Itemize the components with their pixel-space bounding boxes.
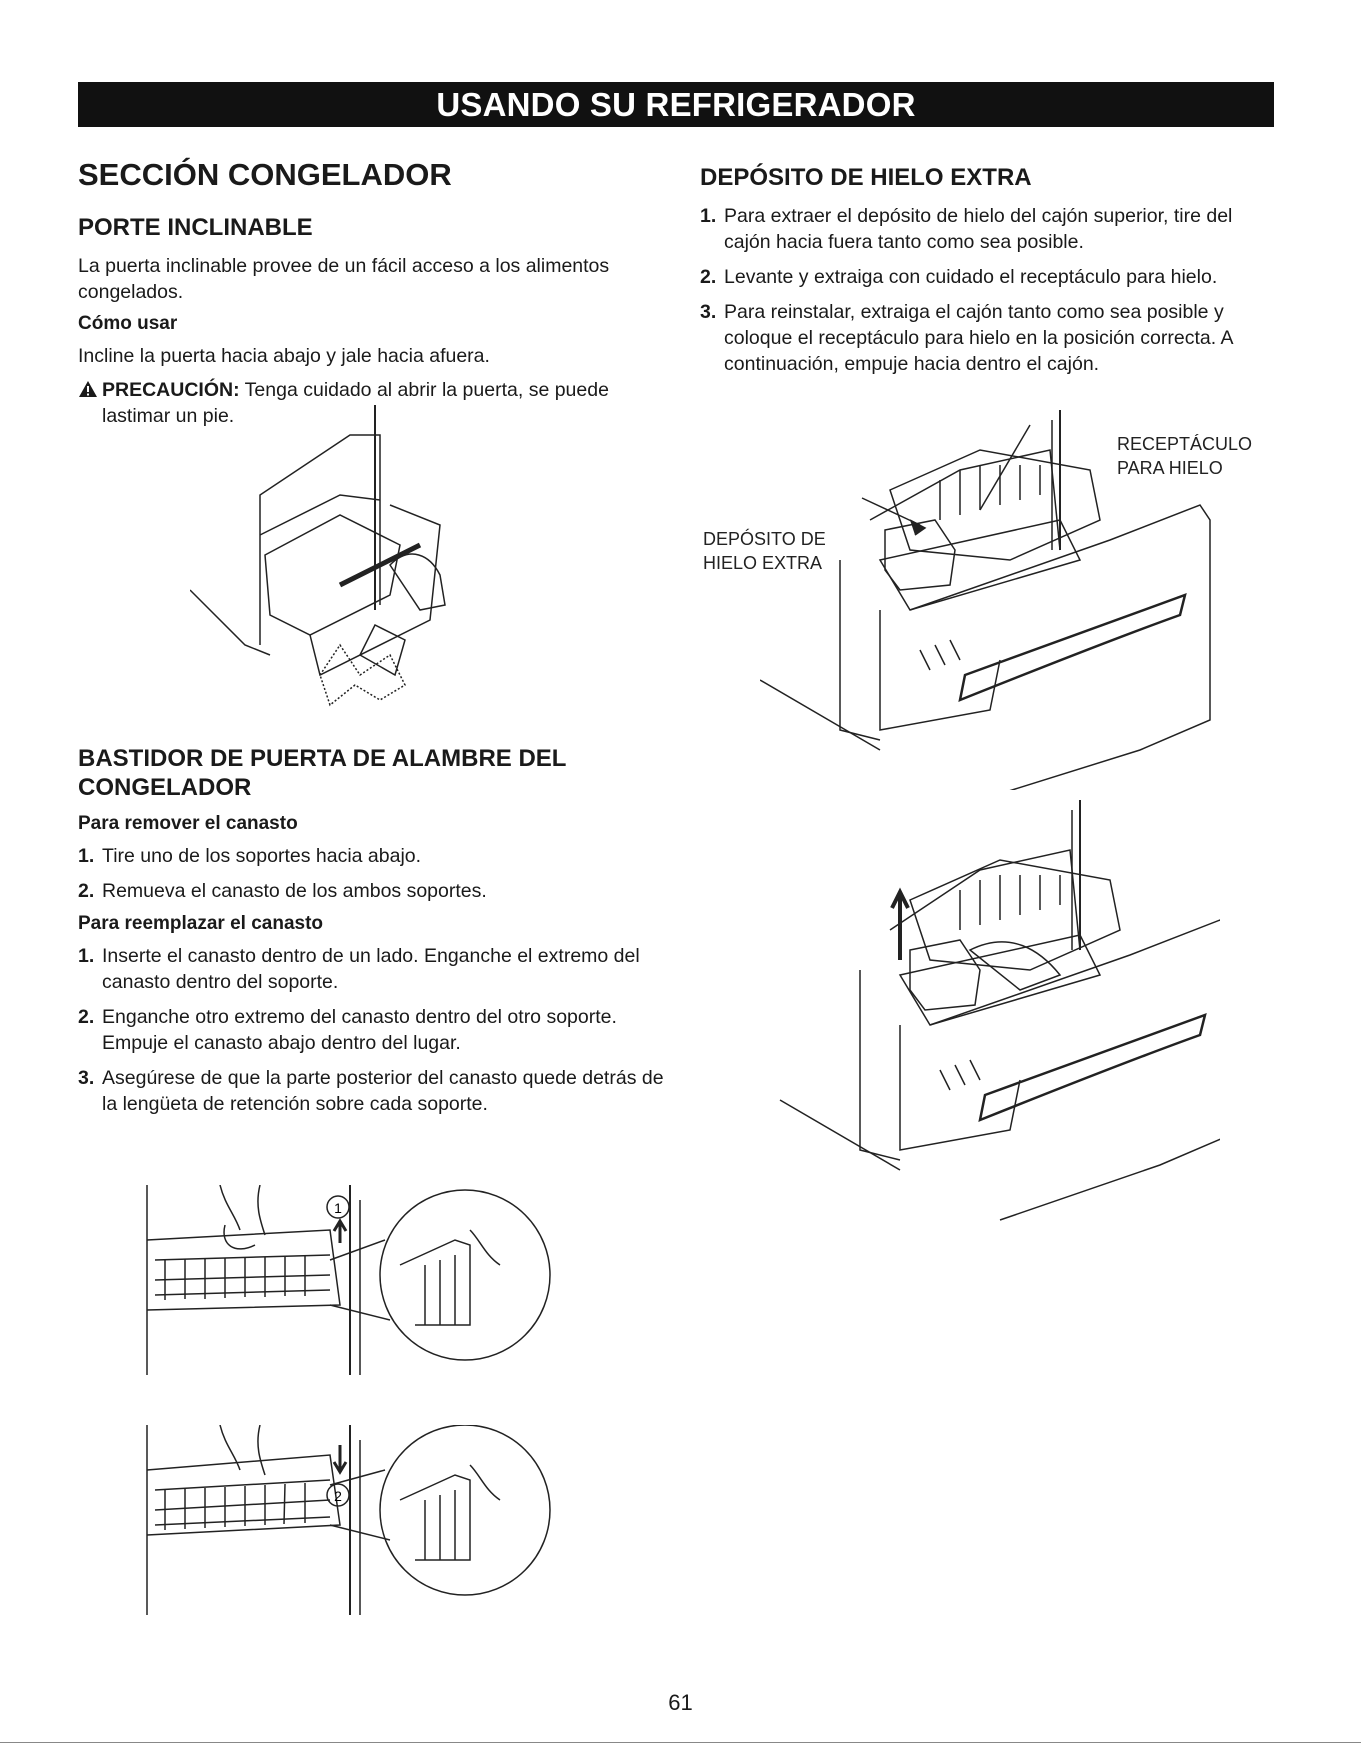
extra-ice-bin-heading: DEPÓSITO DE HIELO EXTRA (700, 164, 1032, 191)
remove-basket-heading: Para remover el canasto (78, 812, 298, 834)
callout-ice-receptacle: RECEPTÁCULO PARA HIELO (1117, 434, 1253, 478)
caution-label: PRECAUCIÓN: (102, 378, 240, 401)
basket-removal-illustration-2: 2 (125, 1425, 585, 1615)
basket-removal-illustration-1: 1 (125, 1185, 585, 1375)
extra-ice-bin-steps: 1.Para extraer el depósito de hielo del … (700, 203, 1280, 377)
tilt-door-illustration (190, 405, 490, 710)
how-to-use-heading: Cómo usar (78, 312, 178, 334)
list-item: 1.Inserte el canasto dentro de un lado. … (78, 944, 640, 993)
list-item: 1.Para extraer el depósito de hielo del … (700, 204, 1233, 253)
right-column: DEPÓSITO DE HIELO EXTRA 1.Para extraer e… (700, 158, 1280, 386)
list-item: 2.Levante y extraiga con cuidado el rece… (700, 265, 1218, 288)
step-marker-2: 2 (334, 1488, 342, 1504)
list-item: 1.Tire uno de los soportes hacia abajo. (78, 844, 422, 867)
list-item: 2.Enganche otro extremo del canasto dent… (78, 1005, 617, 1054)
list-item: 3.Asegúrese de que la parte posterior de… (78, 1066, 664, 1115)
left-column: SECCIÓN CONGELADOR PORTE INCLINABLE La p… (78, 157, 668, 429)
step-marker-1: 1 (334, 1200, 342, 1216)
page-banner: USANDO SU REFRIGERADOR (78, 82, 1274, 127)
remove-basket-steps: 1.Tire uno de los soportes hacia abajo. … (78, 843, 668, 904)
replace-basket-heading: Para reemplazar el canasto (78, 912, 324, 934)
wire-rack-section: BASTIDOR DE PUERTA DE ALAMBRE DEL CONGEL… (78, 745, 668, 1126)
list-item: 3.Para reinstalar, extraiga el cajón tan… (700, 300, 1233, 375)
page-number: 61 (668, 1690, 693, 1715)
callout-extra-ice-bin: DEPÓSITO DE HIELO EXTRA (703, 529, 826, 573)
warning-icon (79, 380, 97, 397)
wire-rack-heading: BASTIDOR DE PUERTA DE ALAMBRE DEL CONGEL… (78, 745, 567, 801)
tilt-door-heading: PORTE INCLINABLE (78, 214, 313, 242)
section-title: SECCIÓN CONGELADOR (78, 157, 452, 192)
caution-note: PRECAUCIÓN: Tenga cuidado al abrir la pu… (78, 377, 668, 429)
how-to-use-text: Incline la puerta hacia abajo y jale hac… (78, 344, 490, 367)
ice-bin-illustration-2 (760, 800, 1220, 1240)
ice-bin-illustration-1 (760, 410, 1220, 790)
caution-text: Tenga cuidado al abrir la puerta, se pue… (102, 378, 609, 427)
list-item: 2.Remueva el canasto de los ambos soport… (78, 879, 487, 902)
replace-basket-steps: 1.Inserte el canasto dentro de un lado. … (78, 943, 668, 1117)
tilt-door-intro: La puerta inclinable provee de un fácil … (78, 254, 610, 303)
footer-divider (0, 1742, 1361, 1743)
